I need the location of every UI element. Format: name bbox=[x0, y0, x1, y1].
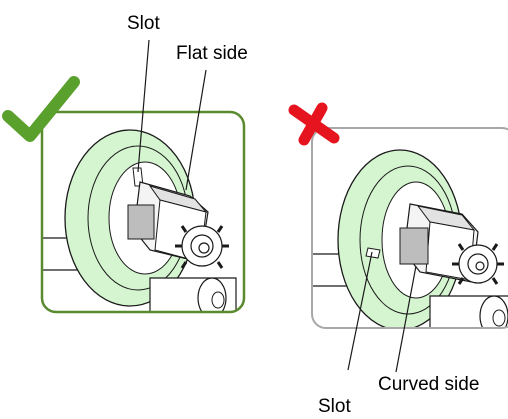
wrong-roll-holder-drawing bbox=[312, 149, 508, 328]
correct-slot-label: Slot bbox=[127, 13, 160, 34]
checkmark-icon bbox=[2, 76, 80, 142]
correct-flat-side-label: Flat side bbox=[176, 43, 248, 64]
correct-roll-holder-drawing bbox=[42, 129, 237, 312]
wrong-slot-leader bbox=[347, 251, 373, 371]
wrong-slot-label: Slot bbox=[318, 396, 351, 417]
wrong-panel bbox=[288, 102, 508, 373]
wrong-curved-side-label: Curved side bbox=[378, 374, 480, 395]
correct-slot-leader bbox=[137, 39, 150, 173]
correct-panel bbox=[2, 39, 246, 314]
wrong-frame bbox=[311, 127, 508, 329]
cross-icon bbox=[288, 102, 340, 146]
correct-flat-side-leader bbox=[185, 69, 207, 191]
wrong-curved-side-leader bbox=[395, 265, 417, 373]
